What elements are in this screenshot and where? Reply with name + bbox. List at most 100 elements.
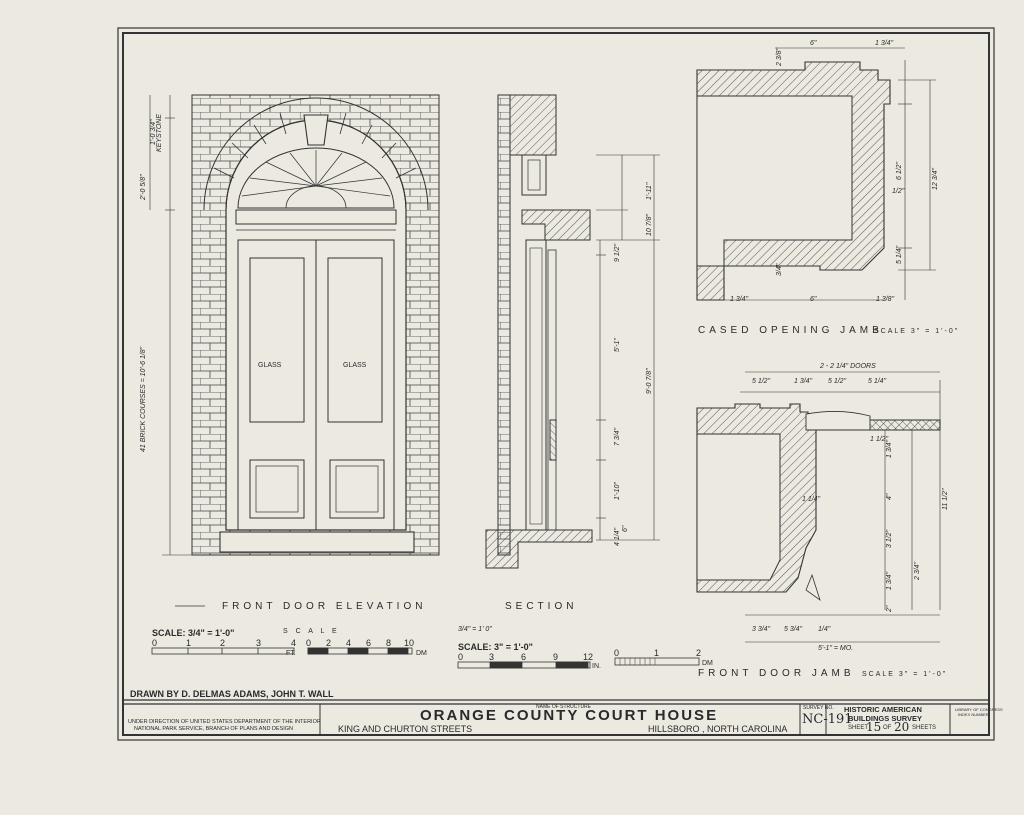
elevation-dim-top-a: 2'-0 5/8" bbox=[140, 174, 147, 200]
scale-left-ft-unit: FT. bbox=[286, 650, 296, 657]
city-state: HILLSBORO , NORTH CAROLINA bbox=[648, 724, 788, 734]
door-jamb-dim-0: 2 - 2 1/4" DOORS bbox=[820, 363, 876, 370]
scale-left-ft-1: 1 bbox=[186, 638, 192, 648]
section-dim-1: 10 7/8" bbox=[646, 214, 653, 236]
scale-mid-in-3: 9 bbox=[553, 652, 559, 662]
door-jamb-dim-10: 2 3/4" bbox=[914, 561, 921, 580]
door-jamb-dim-2: 1 3/4" bbox=[794, 378, 813, 385]
scale-left-dm-0: 0 bbox=[306, 638, 312, 648]
cased-opening-jamb bbox=[696, 47, 936, 301]
door-jamb-dim-14: 3 3/4" bbox=[752, 626, 771, 633]
sheet-number: 15 bbox=[866, 720, 882, 734]
glass-label-right: GLASS bbox=[343, 362, 367, 369]
front-door-jamb-title: FRONT DOOR JAMB bbox=[698, 668, 855, 679]
structure-name: ORANGE COUNTY COURT HOUSE bbox=[420, 707, 719, 724]
scale-left-dm-2: 4 bbox=[346, 638, 352, 648]
door-jamb-dim-13: 11 1/2" bbox=[942, 488, 949, 510]
scale-left-ft-2: 2 bbox=[220, 638, 226, 648]
cased-opening-jamb-scale: SCALE 3" = 1'-0" bbox=[874, 328, 960, 335]
elevation-dim-top-c: KEYSTONE bbox=[156, 114, 163, 152]
front-door-jamb-scale: SCALE 3" = 1'-0" bbox=[862, 671, 948, 678]
scale-mid-in-1: 3 bbox=[489, 652, 495, 662]
scale-left-ft-0: 0 bbox=[152, 638, 158, 648]
front-door-elevation-title: FRONT DOOR ELEVATION bbox=[222, 601, 427, 612]
cased-jamb-dim-8: 6" bbox=[810, 296, 817, 303]
inner-border bbox=[122, 32, 990, 736]
scale-bar-left bbox=[151, 605, 413, 655]
direction-line-2: NATIONAL PARK SERVICE, BRANCH OF PLANS A… bbox=[134, 726, 294, 732]
section-dim-7: 4 1/4" bbox=[614, 527, 621, 546]
scale-mid-fraction: 3/4" = 1' 0" bbox=[458, 626, 492, 633]
scale-left-dm-3: 6 bbox=[366, 638, 372, 648]
door-section bbox=[485, 94, 660, 569]
door-jamb-dim-9: 3 1/2" bbox=[886, 529, 893, 548]
outer-border bbox=[117, 27, 995, 741]
door-jamb-dim-12: 2" bbox=[886, 605, 893, 612]
door-jamb-dim-8: 1 1/4" bbox=[802, 496, 821, 503]
sheet-label: SHEET bbox=[848, 725, 869, 731]
scale-mid-in-2: 6 bbox=[521, 652, 527, 662]
section-dim-4: 5'-1" bbox=[614, 338, 621, 352]
section-dim-6: 1'-10" bbox=[614, 482, 621, 500]
habs-line-2: BUILDINGS SURVEY bbox=[848, 714, 923, 723]
sheet-total: 20 bbox=[894, 720, 910, 734]
section-dim-5: 7 3/4" bbox=[614, 427, 621, 446]
cased-opening-jamb-title: CASED OPENING JAMB bbox=[698, 325, 883, 336]
cased-jamb-dim-10: 3/4" bbox=[776, 263, 783, 276]
door-jamb-dim-1: 5 1/2" bbox=[752, 378, 771, 385]
drawn-by: DRAWN BY D. DELMAS ADAMS, JOHN T. WALL bbox=[130, 689, 334, 699]
door-jamb-dim-7: 4" bbox=[886, 493, 893, 500]
sheets-label: SHEETS bbox=[912, 725, 937, 731]
scale-left-dm-5: 10 bbox=[404, 638, 415, 648]
loc-line-2: INDEX NUMBER bbox=[958, 712, 989, 717]
scale-right-dm-2: 2 bbox=[696, 648, 702, 658]
scale-left-dm-unit: DM bbox=[416, 650, 427, 657]
sheet-of: OF bbox=[883, 725, 892, 731]
scale-right-dm-0: 0 bbox=[614, 648, 620, 658]
scale-left-dm-1: 2 bbox=[326, 638, 332, 648]
title-block bbox=[123, 699, 989, 735]
cased-jamb-dim-4: 12 3/4" bbox=[932, 168, 939, 190]
scale-mid-in-unit: IN. bbox=[592, 663, 601, 670]
cased-jamb-dim-3: 6 1/2" bbox=[896, 161, 903, 180]
scale-left-ft-3: 3 bbox=[256, 638, 262, 648]
survey-no-caption: SURVEY NO. bbox=[803, 705, 834, 711]
scale-mid-in-0: 0 bbox=[458, 652, 464, 662]
cased-jamb-dim-2: 2 3/8" bbox=[776, 47, 783, 66]
section-title: SECTION bbox=[505, 601, 578, 612]
door-jamb-dim-6: 1 3/4" bbox=[886, 439, 893, 458]
section-dim-3: 9'-0 7/8" bbox=[646, 368, 653, 394]
scale-left-dm-4: 8 bbox=[386, 638, 392, 648]
street-address: KING AND CHURTON STREETS bbox=[338, 724, 473, 734]
section-dim-2: 9 1/2" bbox=[614, 243, 621, 262]
loc-line-1: LIBRARY OF CONGRESS bbox=[955, 707, 1003, 712]
cased-jamb-dim-6: 5 1/4" bbox=[896, 245, 903, 264]
door-jamb-dim-11: 1 3/4" bbox=[886, 571, 893, 590]
scale-left-ft-4: 4 bbox=[291, 638, 297, 648]
cased-jamb-dim-9: 1 3/8" bbox=[876, 296, 895, 303]
brick-courses-dim: 41 BRICK COURSES = 10'-6 1/8" bbox=[140, 346, 147, 452]
scale-right-dm-1: 1 bbox=[654, 648, 660, 658]
habs-line-1: HISTORIC AMERICAN bbox=[844, 705, 922, 714]
cased-jamb-dim-1: 1 3/4" bbox=[875, 40, 894, 47]
cased-jamb-dim-7: 1 3/4" bbox=[730, 296, 749, 303]
glass-label-left: GLASS bbox=[258, 362, 282, 369]
scale-bar-mid bbox=[457, 661, 591, 669]
door-jamb-dim-16: 1/4" bbox=[818, 626, 831, 633]
door-jamb-dim-5: 1 1/2" bbox=[870, 436, 889, 443]
door-jamb-dim-15: 5 3/4" bbox=[784, 626, 803, 633]
cased-jamb-dim-0: 6" bbox=[810, 40, 817, 47]
scale-left-word: S C A L E bbox=[283, 628, 340, 635]
front-door-elevation bbox=[149, 94, 440, 556]
structure-name-caption: NAME OF STRUCTURE bbox=[536, 704, 591, 710]
section-dim-0: 1'-11" bbox=[646, 182, 653, 200]
scale-left-label: SCALE: 3/4" = 1'-0" bbox=[152, 628, 235, 638]
scale-mid-label: SCALE: 3" = 1'-0" bbox=[458, 642, 533, 652]
scale-right-dm-unit: DM bbox=[702, 660, 713, 667]
scale-mid-in-4: 12 bbox=[583, 652, 594, 662]
door-jamb-dim-3: 5 1/2" bbox=[828, 378, 847, 385]
door-jamb-dim-17: 5'-1" = MO. bbox=[818, 645, 854, 652]
scale-bar-right bbox=[614, 657, 700, 666]
section-dim-8: 6" bbox=[622, 525, 629, 532]
